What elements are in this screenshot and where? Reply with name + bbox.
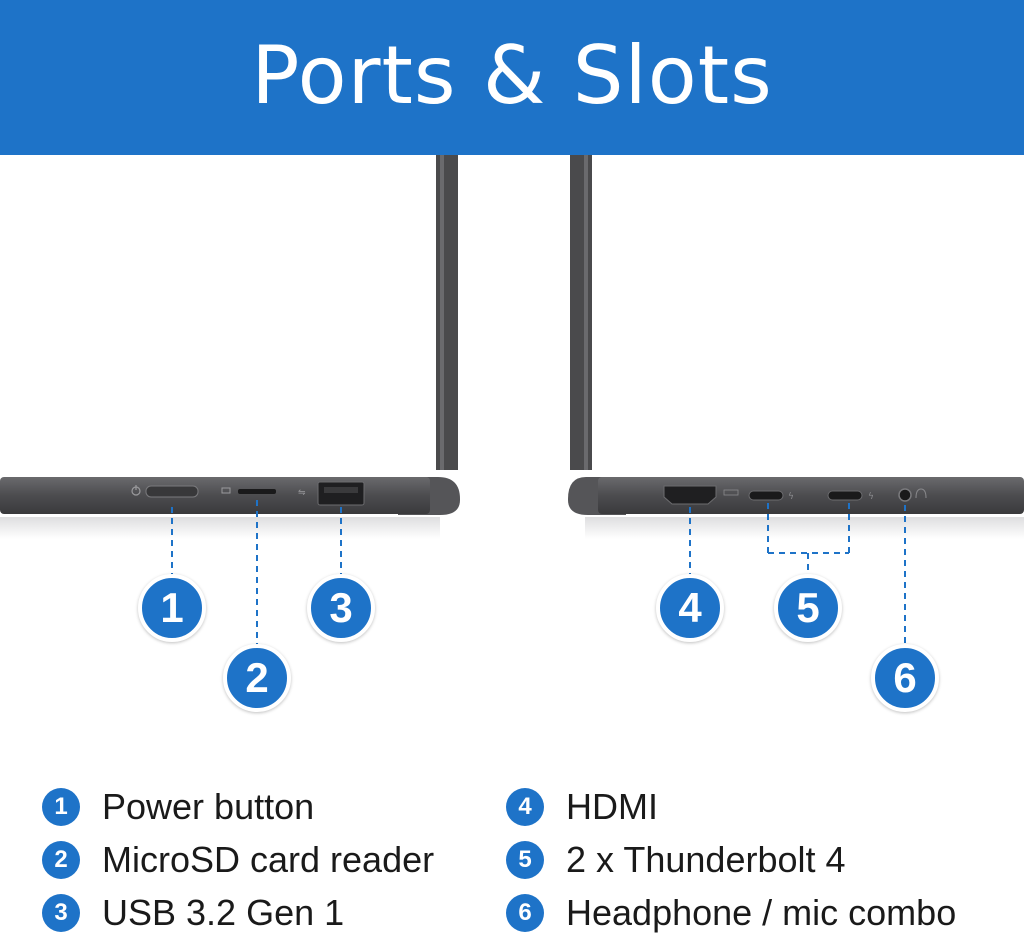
legend-item-microsd: 2 MicroSD card reader bbox=[42, 837, 434, 883]
legend-number: 5 bbox=[506, 841, 544, 879]
right-lid bbox=[570, 155, 592, 470]
legend-label: HDMI bbox=[566, 786, 658, 827]
right-base bbox=[598, 477, 1024, 514]
microsd-slot bbox=[238, 489, 276, 494]
power-icon bbox=[131, 485, 141, 496]
callout-2: 2 bbox=[223, 644, 291, 712]
legend-number: 6 bbox=[506, 894, 544, 932]
usb-icon: ⇋ bbox=[298, 488, 306, 498]
callout-5: 5 bbox=[774, 574, 842, 642]
legend-label: MicroSD card reader bbox=[102, 839, 435, 880]
svg-text:ϟ: ϟ bbox=[868, 492, 874, 502]
legend-number: 3 bbox=[42, 894, 80, 932]
thunderbolt-port-1 bbox=[748, 490, 784, 501]
usb-port bbox=[317, 481, 365, 506]
callout-4: 4 bbox=[656, 574, 724, 642]
legend-item-hdmi: 4 HDMI bbox=[506, 784, 658, 830]
hdmi-port bbox=[663, 485, 717, 505]
legend-item-headphone: 6 Headphone / mic combo bbox=[506, 890, 956, 936]
headphone-icon bbox=[915, 488, 927, 499]
svg-text:⇋: ⇋ bbox=[298, 488, 306, 498]
hdmi-icon bbox=[723, 489, 739, 496]
microsd-icon bbox=[221, 487, 231, 494]
callout-leaders bbox=[171, 500, 906, 650]
thunderbolt-icon: ϟ bbox=[788, 492, 794, 502]
legend-label: Headphone / mic combo bbox=[566, 892, 957, 933]
legend-item-power: 1 Power button bbox=[42, 784, 314, 830]
left-laptop: ⇋ bbox=[0, 155, 460, 539]
legend-number: 2 bbox=[42, 841, 80, 879]
power-button bbox=[145, 485, 199, 498]
left-lid bbox=[436, 155, 458, 470]
headphone-jack bbox=[898, 488, 912, 502]
svg-text:ϟ: ϟ bbox=[788, 492, 794, 502]
legend-number: 4 bbox=[506, 788, 544, 826]
thunderbolt-port-2 bbox=[827, 490, 863, 501]
callout-1: 1 bbox=[138, 574, 206, 642]
laptop-side-views: ⇋ ϟ ϟ bbox=[0, 155, 1024, 650]
right-laptop: ϟ ϟ bbox=[568, 155, 1024, 539]
legend-label: Power button bbox=[102, 786, 315, 827]
left-base bbox=[0, 477, 430, 514]
page-title: Ports & Slots bbox=[251, 29, 773, 122]
callout-3: 3 bbox=[307, 574, 375, 642]
legend-number: 1 bbox=[42, 788, 80, 826]
legend-item-thunderbolt: 5 2 x Thunderbolt 4 bbox=[506, 837, 846, 883]
legend-label: USB 3.2 Gen 1 bbox=[102, 892, 345, 933]
callout-6: 6 bbox=[871, 644, 939, 712]
legend-item-usb: 3 USB 3.2 Gen 1 bbox=[42, 890, 344, 936]
header-banner: Ports & Slots bbox=[0, 0, 1024, 155]
legend-label: 2 x Thunderbolt 4 bbox=[566, 839, 846, 880]
